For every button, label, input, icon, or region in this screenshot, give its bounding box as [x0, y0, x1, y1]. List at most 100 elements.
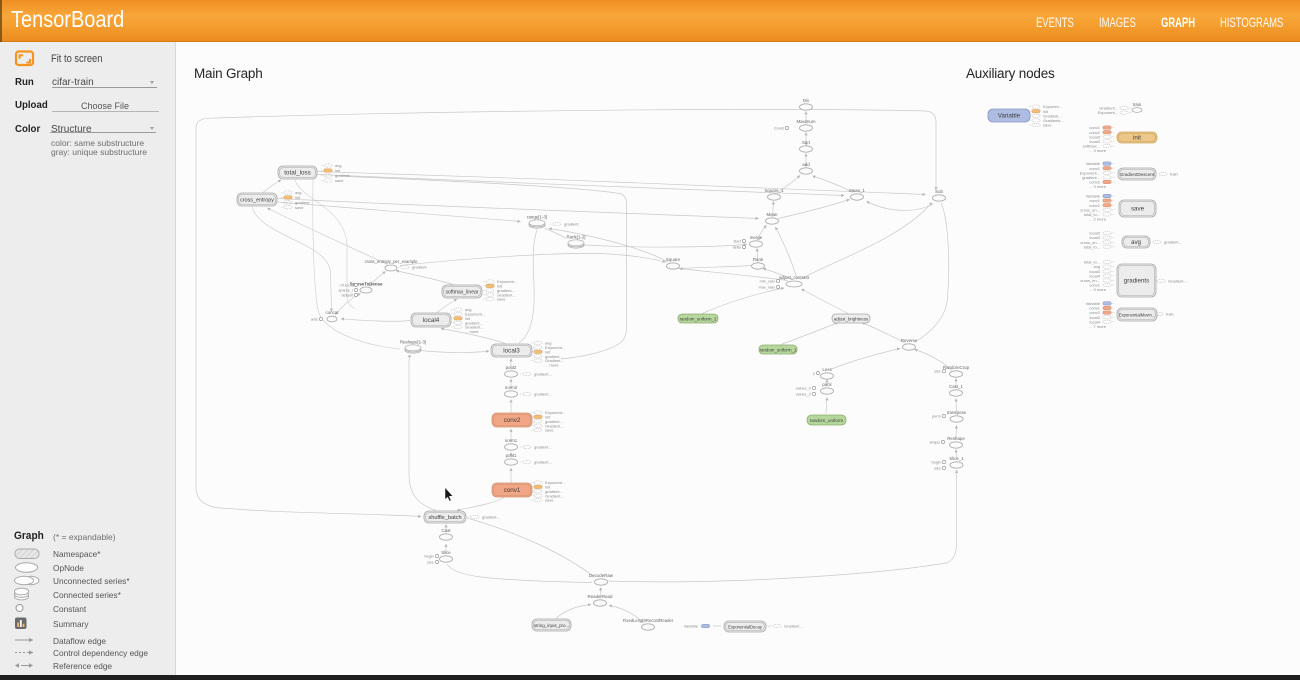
svg-text:conv1: conv1: [1089, 166, 1100, 171]
svg-text:Exponent...: Exponent...: [545, 410, 565, 415]
svg-text:gradient...: gradient...: [534, 460, 552, 465]
svg-text:conv1: conv1: [1089, 283, 1100, 288]
svg-text:gradient...: gradient...: [534, 445, 552, 450]
svg-text:local4: local4: [1090, 273, 1101, 278]
svg-text:init: init: [545, 415, 551, 420]
svg-text:save: save: [545, 428, 554, 433]
svg-text:Gradients...: Gradients...: [1043, 118, 1064, 123]
svg-text:local4: local4: [423, 317, 440, 324]
svg-text:<tf.loc...: <tf.loc...: [339, 283, 352, 287]
svg-text:save: save: [1131, 206, 1145, 213]
svg-text:gradient: gradient: [295, 200, 310, 205]
svg-text:total_lo...: total_lo...: [1084, 260, 1100, 265]
svg-text:RandomCrop: RandomCrop: [943, 365, 970, 370]
svg-text:Gradient...: Gradient...: [1168, 279, 1187, 284]
svg-text:init: init: [545, 349, 551, 354]
svg-text:softmax_linear: softmax_linear: [445, 290, 478, 296]
svg-text:Gradient...: Gradient...: [1043, 113, 1062, 118]
svg-text:FixedLengthRecordReader: FixedLengthRecordReader: [623, 618, 674, 623]
svg-text:Maximum: Maximum: [796, 119, 815, 124]
svg-text:Gradient...: Gradient...: [545, 358, 564, 363]
svg-text:size: size: [934, 466, 941, 470]
svg-text:values_0: values_0: [796, 386, 811, 390]
svg-text:Rank[1-2]: Rank[1-2]: [566, 234, 585, 239]
svg-text:save: save: [545, 498, 554, 503]
svg-text:merge: merge: [750, 235, 763, 240]
svg-text:conv2: conv2: [504, 417, 521, 424]
svg-text:Const: Const: [774, 126, 785, 130]
svg-text:gradient...: gradient...: [1082, 175, 1100, 180]
svg-text:Reshape: Reshape: [947, 436, 965, 441]
svg-text:axis: axis: [311, 317, 318, 321]
svg-text:cross_en...: cross_en...: [1080, 240, 1100, 245]
svg-text:local4: local4: [1090, 319, 1101, 324]
svg-text:local3: local3: [1090, 231, 1101, 236]
svg-text:random_uniform_1: random_uniform_1: [760, 348, 797, 353]
svg-text:conv1: conv1: [1089, 198, 1100, 203]
svg-text:init: init: [295, 195, 301, 200]
svg-text:gradients: gradients: [1124, 278, 1149, 285]
svg-text:local4: local4: [1090, 235, 1101, 240]
svg-text:Variable: Variable: [998, 113, 1021, 120]
svg-text:Less: Less: [822, 367, 832, 372]
svg-text:begin: begin: [932, 460, 941, 464]
svg-text:softmax...: softmax...: [1083, 144, 1100, 149]
svg-text:save: save: [335, 178, 344, 183]
svg-text:avg: avg: [335, 163, 341, 168]
svg-text:conv2: conv2: [1089, 203, 1100, 208]
svg-text:Square: Square: [666, 257, 681, 262]
svg-text:init: init: [1133, 135, 1141, 142]
svg-text:... 3 more: ... 3 more: [1089, 184, 1107, 189]
svg-text:Exponent...: Exponent...: [465, 312, 485, 317]
svg-text:add: add: [802, 162, 810, 167]
svg-text:gradient...: gradient...: [497, 288, 515, 293]
svg-text:init: init: [1043, 109, 1049, 114]
svg-text:ExponentialMovin...: ExponentialMovin...: [1119, 313, 1156, 318]
svg-text:cross_en...: cross_en...: [1080, 278, 1100, 283]
svg-text:avg: avg: [1131, 239, 1142, 246]
svg-text:random_uniform_2: random_uniform_2: [680, 317, 717, 322]
svg-text:shuffle_batch: shuffle_batch: [428, 515, 461, 521]
svg-text:pack: pack: [822, 382, 832, 387]
svg-text:avg: avg: [545, 341, 551, 346]
svg-text:Variable: Variable: [684, 624, 699, 629]
svg-text:gradient...: gradient...: [545, 354, 563, 359]
svg-text:Mean: Mean: [767, 212, 779, 217]
svg-text:conv1: conv1: [504, 487, 521, 494]
svg-text:Mean_1: Mean_1: [849, 188, 865, 193]
svg-text:... 2 more: ... 2 more: [1089, 217, 1107, 222]
svg-text:conv2: conv2: [1089, 130, 1100, 135]
svg-text:... 3 more: ... 3 more: [1089, 148, 1107, 153]
svg-text:Cast: Cast: [441, 528, 451, 533]
svg-text:avg: avg: [1094, 264, 1100, 269]
svg-text:Cast_1: Cast_1: [949, 384, 963, 389]
svg-text:Exponent...: Exponent...: [1080, 170, 1100, 175]
svg-text:DecodeRaw: DecodeRaw: [589, 573, 614, 578]
svg-text:ReaderRead: ReaderRead: [588, 594, 613, 599]
svg-text:Gradient...: Gradient...: [1099, 106, 1118, 111]
svg-text:default: default: [341, 293, 353, 297]
svg-text:avg: avg: [465, 307, 471, 312]
svg-text:... more: ... more: [465, 329, 479, 334]
svg-text:size: size: [934, 369, 941, 373]
svg-text:GradientDescent: GradientDescent: [1120, 172, 1155, 177]
svg-text:local3: local3: [503, 348, 520, 355]
svg-text:string_input_pro...: string_input_pro...: [534, 623, 569, 628]
svg-text:gradient...: gradient...: [534, 392, 552, 397]
svg-text:ExponentialDecay: ExponentialDecay: [728, 625, 763, 630]
svg-text:Div: Div: [803, 98, 810, 103]
svg-text:Reshape[1-3]: Reshape[1-3]: [400, 339, 426, 344]
svg-text:Gradient...: Gradient...: [545, 493, 564, 498]
svg-text:values_2: values_2: [796, 392, 811, 396]
svg-text:Gradient...: Gradient...: [545, 423, 564, 428]
svg-text:Gradient...: Gradient...: [784, 624, 803, 629]
svg-text:Slice_1: Slice_1: [949, 456, 964, 461]
svg-text:conv2: conv2: [1089, 310, 1100, 315]
svg-text:init: init: [465, 316, 471, 321]
svg-text:gradient...: gradient...: [482, 515, 500, 520]
svg-text:adjust_brightness: adjust_brightness: [834, 317, 869, 322]
svg-text:... 7 more: ... 7 more: [1089, 324, 1107, 329]
svg-text:Rank: Rank: [753, 257, 764, 262]
svg-text:concat: concat: [326, 310, 340, 315]
svg-text:min_valu: min_valu: [760, 279, 775, 283]
